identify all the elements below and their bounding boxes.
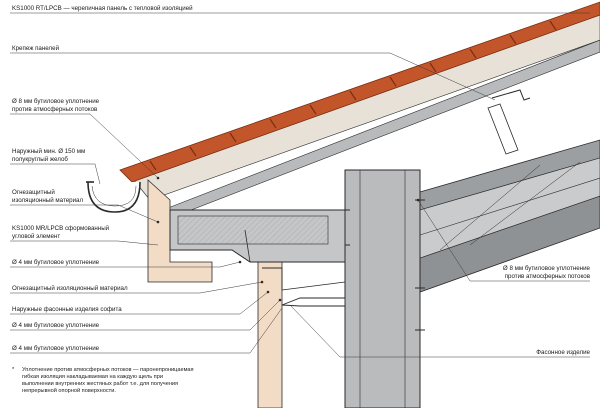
fireproof-insulation-wedge [147,179,213,283]
lower-insulation-block [257,261,283,408]
callout-fireproof-line-1: Огнезащитный [12,189,55,196]
callout-butyl-8mm-right-line-2: против атмосферных потоков [505,273,591,280]
callout-fireproof-line-2: изоляционный материал [12,197,83,204]
footnote-line-4: непрерывной опорной поверхности. [22,387,116,394]
panel-seam [419,177,600,236]
callout-gutter-line-2: полукруглый желоб [12,156,68,163]
brace-line-2 [469,161,581,246]
footnote-mark: * [12,367,15,373]
callout-flashing: Фасонное изделие [536,349,590,356]
roof-tile-steps [149,20,557,171]
footnote-line-2: гибкая изоляция накладываемая на каждую … [22,374,163,380]
callout-butyl-4mm-3: Ø 4 мм бутиловое уплотнение [12,345,100,352]
leader-dots [156,176,420,302]
main-column [344,169,421,408]
callout-corner-line-2: угловой элемент [12,233,60,240]
callout-fireproof-insulation: Огнезащитный изоляционный материал [12,285,128,292]
soffit-panel-core [177,215,329,245]
roof-tile-face [119,1,600,183]
callout-title-panel: KS1000 RT/LPCB — черепичная панель с теп… [12,5,193,12]
panel-fastener-clip [491,89,531,101]
callout-soffit: Наружные фасонные изделия софита [12,306,122,313]
purlin-bracket [487,103,519,155]
callout-butyl-4mm-1: Ø 4 мм бутиловое уплотнение [12,259,100,266]
callout-corner-line-1: KS1000 MR/LPCB сформованный [12,225,110,232]
soffit-flashing [281,297,346,307]
callout-butyl-8mm-right-line-1: Ø 8 мм бутиловое уплотнение [503,265,591,272]
footnote-line-3: выполнении внутренних жестяных работ т.е… [22,381,178,387]
callout-panel-fastener: Крепеж панелей [12,45,60,52]
callout-butyl-8mm-left-line-2: против атмосферных потоков [12,106,98,113]
brace-line-1 [439,164,541,251]
leader-lines [10,12,590,358]
callout-butyl-8mm-left-line-1: Ø 8 мм бутиловое уплотнение [12,98,100,105]
footnote-line-1: Уплотнение против атмосферных потоков — … [22,367,194,373]
callout-butyl-4mm-2: Ø 4 мм бутиловое уплотнение [12,322,100,329]
half-round-gutter [87,181,141,213]
callout-gutter-line-1: Наружный мин. Ø 150 мм [12,148,85,155]
